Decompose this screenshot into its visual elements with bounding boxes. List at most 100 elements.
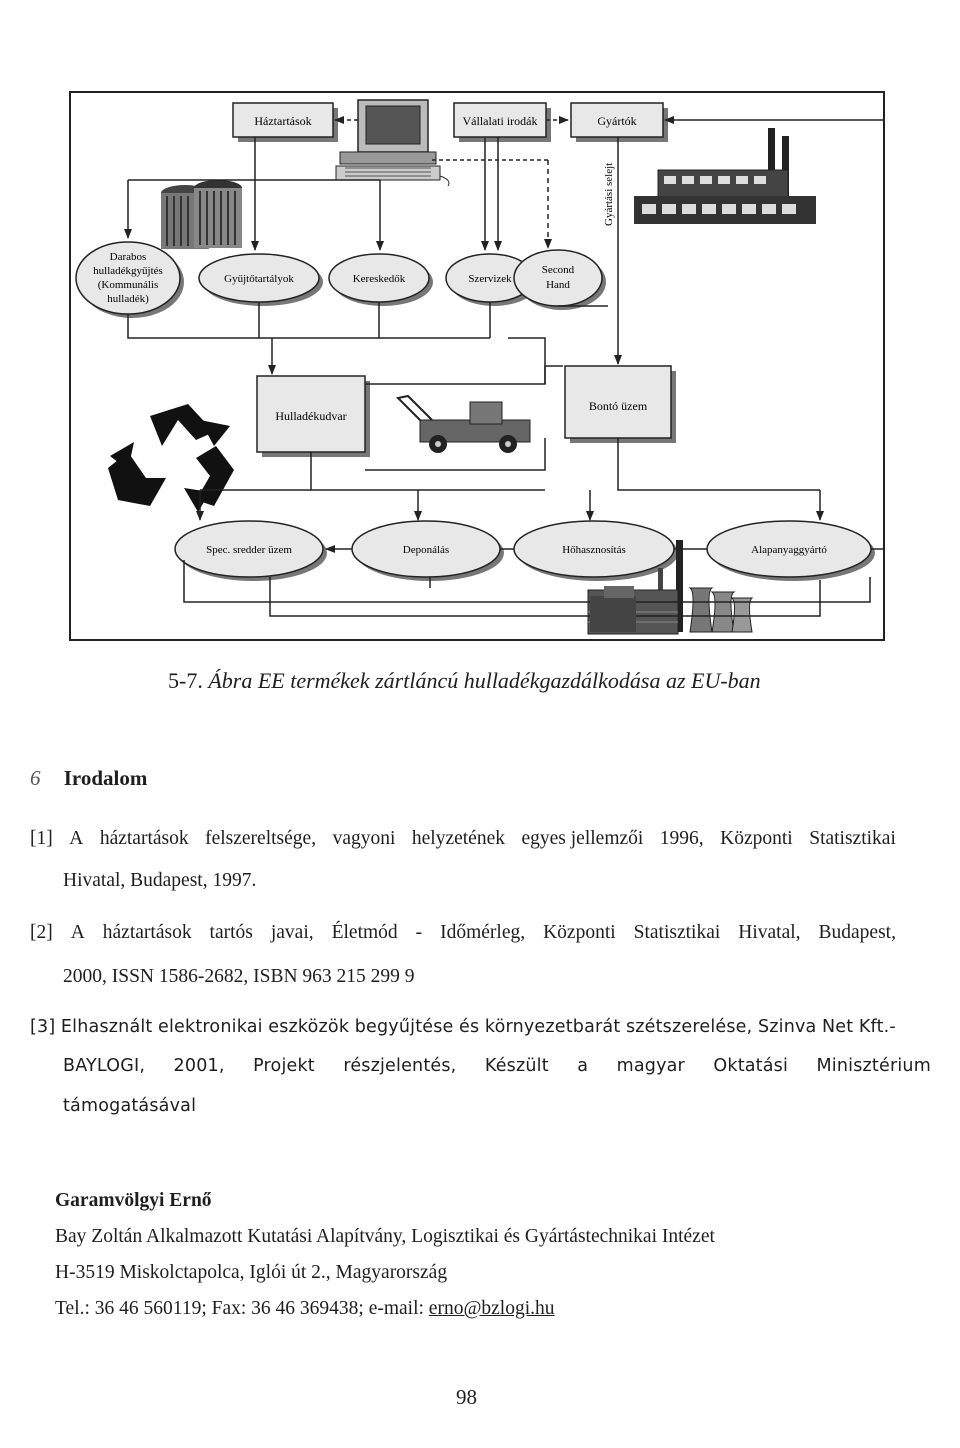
reference-3-line-1: [3] Elhasznált elektronikai eszközök beg… (30, 1017, 896, 1037)
ref3-word: környezetbarát (484, 1017, 621, 1037)
bulk-collection-line2: hulladékgyűjtés (93, 265, 163, 277)
retailers-ellipse: Kereskedők (328, 253, 433, 306)
ref3-word: és (459, 1017, 480, 1037)
ref1-word: [1] (30, 828, 53, 849)
bulk-collection-line1: Darabos (110, 251, 147, 263)
figure-caption: 5-7. Ábra EE termékek zártláncú hulladék… (168, 668, 761, 694)
second-hand-line1: Second (542, 264, 575, 276)
ref1-word: helyzetének (411, 828, 505, 849)
ref2-word: Központi (543, 922, 616, 943)
author-name: Garamvölgyi Ernő (55, 1190, 212, 1211)
services-label: Szervizek (468, 273, 512, 285)
second-hand-line2: Hand (546, 279, 570, 291)
bulk-collection-line3: (Kommunális (98, 279, 159, 291)
ref3-word: eszközök (268, 1017, 350, 1037)
ref1-word: egyes jellemzői (521, 828, 644, 849)
section-title: Irodalom (63, 766, 148, 790)
tow-truck-icon (395, 394, 531, 453)
ref2-word: [2] (30, 922, 53, 943)
section-heading: 6 Irodalom (30, 766, 147, 791)
raw-material-label: Alapanyaggyártó (751, 544, 827, 556)
computer-icon (335, 99, 450, 187)
trash-bins-icon (161, 180, 242, 249)
ref3-word: Elhasznált (60, 1017, 153, 1037)
industrial-building-icon (590, 586, 636, 632)
waste-yard-label: Hulladékudvar (275, 409, 346, 423)
ref1-word: felszereltsége, (205, 828, 317, 849)
containers-ellipse: Gyűjtőtartályok (198, 253, 323, 306)
households-label: Háztartások (254, 114, 311, 128)
ref3-word: Projekt (253, 1056, 315, 1076)
ref3-word: részjelentés, (343, 1056, 457, 1076)
ref1-word: A (69, 828, 84, 849)
reference-1-line-1: [1] A háztartások felszereltsége, vagyon… (30, 828, 896, 850)
dismantling-plant-box: Bontó üzem (564, 365, 676, 443)
waste-yard-box: Hulladékudvar (256, 375, 370, 457)
contact-prefix: Tel.: 36 46 560119; Fax: 36 46 369438; e… (55, 1298, 424, 1319)
corporate-offices-box: Vállalati irodák (453, 102, 551, 142)
ref3-word: Készült (484, 1056, 549, 1076)
ref2-word: Időmérleg, (440, 922, 526, 943)
author-contact: Tel.: 36 46 560119; Fax: 36 46 369438; e… (55, 1298, 555, 1320)
ref3-word: magyar (616, 1056, 685, 1076)
raw-material-ellipse: Alapanyaggyártó (706, 520, 875, 581)
page-number: 98 (456, 1385, 477, 1409)
ref3-word: Net (822, 1017, 854, 1037)
containers-label: Gyűjtőtartályok (224, 273, 294, 285)
reference-3-line-3: támogatásával (63, 1096, 197, 1116)
ref3-word: Oktatási (713, 1056, 789, 1076)
reference-3-line-2: BAYLOGI, 2001, Projekt részjelentés, Kés… (63, 1056, 931, 1076)
ref3-word: Kft.- (858, 1017, 896, 1037)
shredder-ellipse: Spec. sredder üzem (174, 520, 327, 581)
reference-1-line-2: Hivatal, Budapest, 1997. (63, 870, 257, 891)
ref1-word: háztartások (99, 828, 189, 849)
landfill-ellipse: Deponálás (351, 520, 504, 581)
author-address: H-3519 Miskolctapolca, Iglói út 2., Magy… (55, 1262, 448, 1283)
corporate-offices-label: Vállalati irodák (463, 114, 538, 128)
energy-recovery-ellipse: Hőhasznosítás (513, 520, 678, 581)
author-institution: Bay Zoltán Alkalmazott Kutatási Alapítvá… (55, 1226, 715, 1247)
ref2-word: - (415, 922, 423, 943)
reference-2-line-2: 2000, ISSN 1586-2682, ISBN 963 215 299 9 (63, 966, 415, 987)
diagram-frame (69, 91, 885, 641)
figure-number: 5-7. (168, 668, 203, 693)
ref1-word: Központi (720, 828, 793, 849)
ref3-word: a (577, 1056, 589, 1076)
ref2-word: javai, (270, 922, 314, 943)
ref3-word: elektronikai (158, 1017, 263, 1037)
recycle-icon (108, 404, 234, 512)
ref2-word: tartós (209, 922, 253, 943)
ref2-word: Statisztikai (633, 922, 721, 943)
ref3-word: begyűjtése (354, 1017, 454, 1037)
households-box: Háztartások (232, 102, 338, 142)
manufacturers-box: Gyártók (570, 102, 668, 142)
factory-icon (634, 128, 816, 224)
ref2-word: Hivatal, (738, 922, 801, 943)
retailers-label: Kereskedők (353, 273, 406, 285)
waste-management-diagram: Háztartások Vállalati irodák Gyártók (69, 91, 885, 641)
ref1-word: 1996, (659, 828, 704, 849)
manufacturers-label: Gyártók (597, 114, 636, 128)
bulk-collection-line4: hulladék) (107, 293, 149, 305)
connector-lines (124, 116, 884, 617)
dismantling-plant-label: Bontó üzem (589, 399, 648, 413)
ref3-word: BAYLOGI, (63, 1056, 146, 1076)
production-waste-label: Gyártási selejt (603, 163, 615, 226)
ref1-word: vagyoni (332, 828, 396, 849)
second-hand-ellipse: Second Hand (513, 249, 606, 310)
ref3-word: Minisztérium (816, 1056, 931, 1076)
landfill-label: Deponálás (403, 544, 449, 556)
bulk-collection-ellipse: Darabos hulladékgyűjtés (Kommunális hull… (75, 241, 184, 318)
section-number: 6 (30, 766, 41, 790)
reference-2-line-1: [2] A háztartások tartós javai, Életmód … (30, 922, 896, 944)
energy-recovery-label: Hőhasznosítás (562, 544, 626, 556)
ref3-word: szétszerelése, (625, 1017, 753, 1037)
ref1-word: Statisztikai (809, 828, 896, 849)
ref2-word: Életmód (331, 922, 398, 943)
shredder-label: Spec. sredder üzem (206, 544, 292, 556)
ref2-word: A (70, 922, 85, 943)
ref3-word: [3] (30, 1017, 56, 1037)
ref2-word: háztartások (102, 922, 192, 943)
ref3-word: 2001, (173, 1056, 225, 1076)
email-link[interactable]: erno@bzlogi.hu (428, 1298, 555, 1319)
